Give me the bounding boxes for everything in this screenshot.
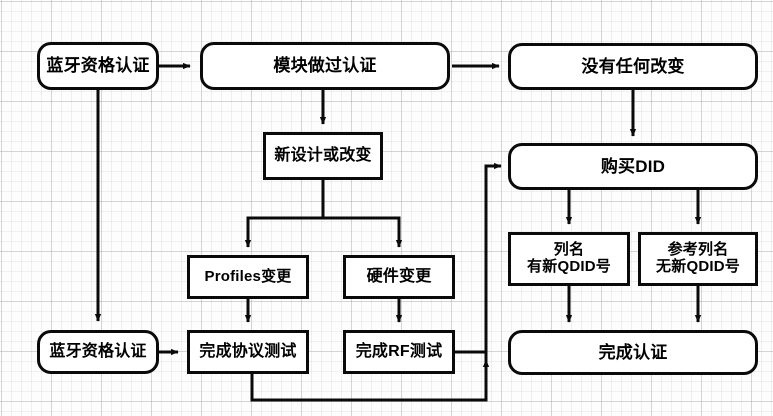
- node-purchase-did[interactable]: 购买DID: [508, 143, 758, 190]
- node-label: 列名 有新QDID号: [527, 241, 611, 275]
- node-label: 新设计或改变: [274, 147, 372, 165]
- node-hardware-change[interactable]: 硬件变更: [343, 255, 455, 299]
- node-no-change[interactable]: 没有任何改变: [508, 43, 758, 90]
- node-label: 完成认证: [598, 342, 668, 362]
- node-bluetooth-qualification-top[interactable]: 蓝牙资格认证: [37, 42, 159, 90]
- node-certification-complete[interactable]: 完成认证: [508, 330, 758, 375]
- node-label: 硬件变更: [366, 268, 432, 286]
- node-label: 蓝牙资格认证: [49, 343, 147, 361]
- node-new-design-or-change[interactable]: 新设计或改变: [263, 132, 383, 180]
- node-profiles-change[interactable]: Profiles变更: [187, 255, 309, 299]
- node-reference-listing-no-new-qdid[interactable]: 参考列名 无新QDID号: [638, 232, 758, 286]
- node-label: 参考列名 无新QDID号: [656, 241, 740, 275]
- edge-newdesign-to-hardware: [323, 216, 403, 248]
- node-label: 没有任何改变: [581, 56, 685, 76]
- edge-newdesign-to-profiles: [244, 216, 323, 248]
- node-complete-protocol-test[interactable]: 完成协议测试: [187, 330, 309, 374]
- node-label: 完成RF测试: [355, 343, 443, 361]
- node-listing-new-qdid[interactable]: 列名 有新QDID号: [508, 232, 630, 286]
- node-label: Profiles变更: [204, 267, 292, 285]
- node-label: 购买DID: [600, 156, 666, 176]
- node-bluetooth-qualification-bottom[interactable]: 蓝牙资格认证: [37, 330, 159, 374]
- node-label: 完成协议测试: [199, 343, 297, 361]
- edge-riser-to-buydid: [484, 162, 502, 400]
- node-label: 模块做过认证: [273, 56, 377, 76]
- node-complete-rf-test[interactable]: 完成RF测试: [343, 330, 455, 374]
- node-label: 蓝牙资格认证: [46, 56, 150, 76]
- node-module-certified[interactable]: 模块做过认证: [200, 42, 450, 90]
